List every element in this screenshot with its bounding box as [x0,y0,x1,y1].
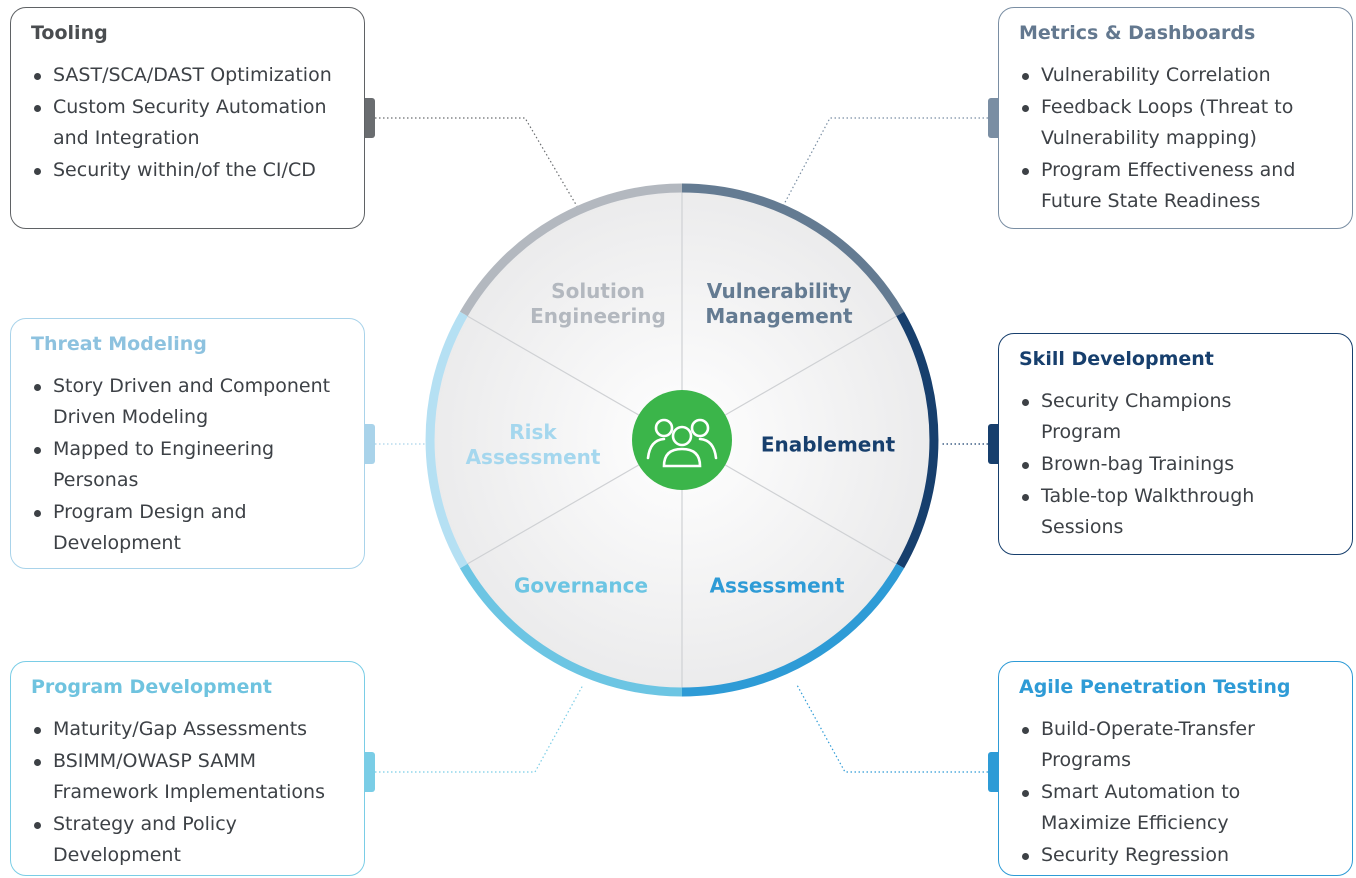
threat-tab [365,424,375,464]
ring-arc-assess [681,563,905,697]
list-item: Brown-bag Trainings [1019,449,1341,480]
ring-arc-enable [896,311,939,569]
list-item: Feedback Loops (Threat to Vulnerability … [1019,92,1341,154]
list-item: Vulnerability Correlation [1019,60,1356,91]
ring-arc-solution [459,183,683,317]
program-tab [365,752,375,792]
connector-tooling [375,117,579,209]
segment-label-assessment: Assessment [709,573,845,598]
ring-arc-risk [425,311,468,569]
tooling-tab [365,98,375,138]
list-item: Smart Automation to Maximize Efficiency [1019,777,1301,839]
agile-tab [988,752,998,792]
list-item: Story Driven and Component Driven Modeli… [31,371,363,433]
list-item: Build-Operate-Transfer Programs [1019,714,1331,776]
center-circle [632,390,732,490]
segment-label-governance: Governance [513,573,649,598]
list-item: Security Champions Program [1019,386,1291,448]
list-item: Security within/of the CI/CD [31,155,373,186]
list-item: Maturity/Gap Assessments [31,714,373,745]
list-item: Custom Security Automation and Integrati… [31,92,353,154]
box-title: Skill Development [1019,348,1214,370]
connector-agile [796,684,988,773]
box-title: Tooling [31,22,108,44]
segment-label-risk-assessment: Risk Assessment [465,420,601,469]
list-item: Table-top Walkthrough Sessions [1019,481,1321,543]
segment-label-vulnerability-management: Vulnerability Management [705,279,853,328]
bullet-list: Story Driven and Component Driven Modeli… [31,371,363,560]
list-item: Mapped to Engineering Personas [31,434,323,496]
bullet-list: Build-Operate-Transfer Programs Smart Au… [1019,714,1341,872]
bullet-list: Maturity/Gap Assessments BSIMM/OWASP SAM… [31,714,373,872]
ring-arc-vuln [681,183,905,317]
skill-tab [988,424,998,464]
segment-label-solution-engineering: Solution Engineering [530,279,666,328]
list-item: Program Effectiveness and Future State R… [1019,155,1341,217]
list-item: SAST/SCA/DAST Optimization [31,60,353,91]
program-development-box: Program Development Maturity/Gap Assessm… [10,661,365,876]
connector-metrics [781,117,988,209]
metrics-tab [988,98,998,138]
box-title: Program Development [31,676,272,698]
bullet-list: Vulnerability Correlation Feedback Loops… [1019,60,1356,218]
list-item: Program Design and Development [31,497,313,559]
bullet-list: SAST/SCA/DAST Optimization Custom Securi… [31,60,373,187]
ring-arc-gov [459,563,683,697]
tooling-box: Tooling SAST/SCA/DAST Optimization Custo… [10,7,365,229]
list-item: Strategy and Policy Development [31,809,313,871]
bullet-list: Security Champions Program Brown-bag Tra… [1019,386,1341,544]
threat-modeling-box: Threat Modeling Story Driven and Compone… [10,318,365,569]
list-item: Security Regression [1019,840,1341,871]
box-title: Agile Penetration Testing [1019,676,1291,698]
agile-penetration-testing-box: Agile Penetration Testing Build-Operate-… [998,661,1353,876]
segment-label-enablement: Enablement [760,432,896,457]
people-group-icon [646,418,718,468]
skill-development-box: Skill Development Security Champions Pro… [998,333,1353,555]
metrics-dashboards-box: Metrics & Dashboards Vulnerability Corre… [998,7,1353,229]
box-title: Threat Modeling [31,333,207,355]
connector-program [375,684,584,773]
box-title: Metrics & Dashboards [1019,22,1256,44]
list-item: BSIMM/OWASP SAMM Framework Implementatio… [31,746,353,808]
